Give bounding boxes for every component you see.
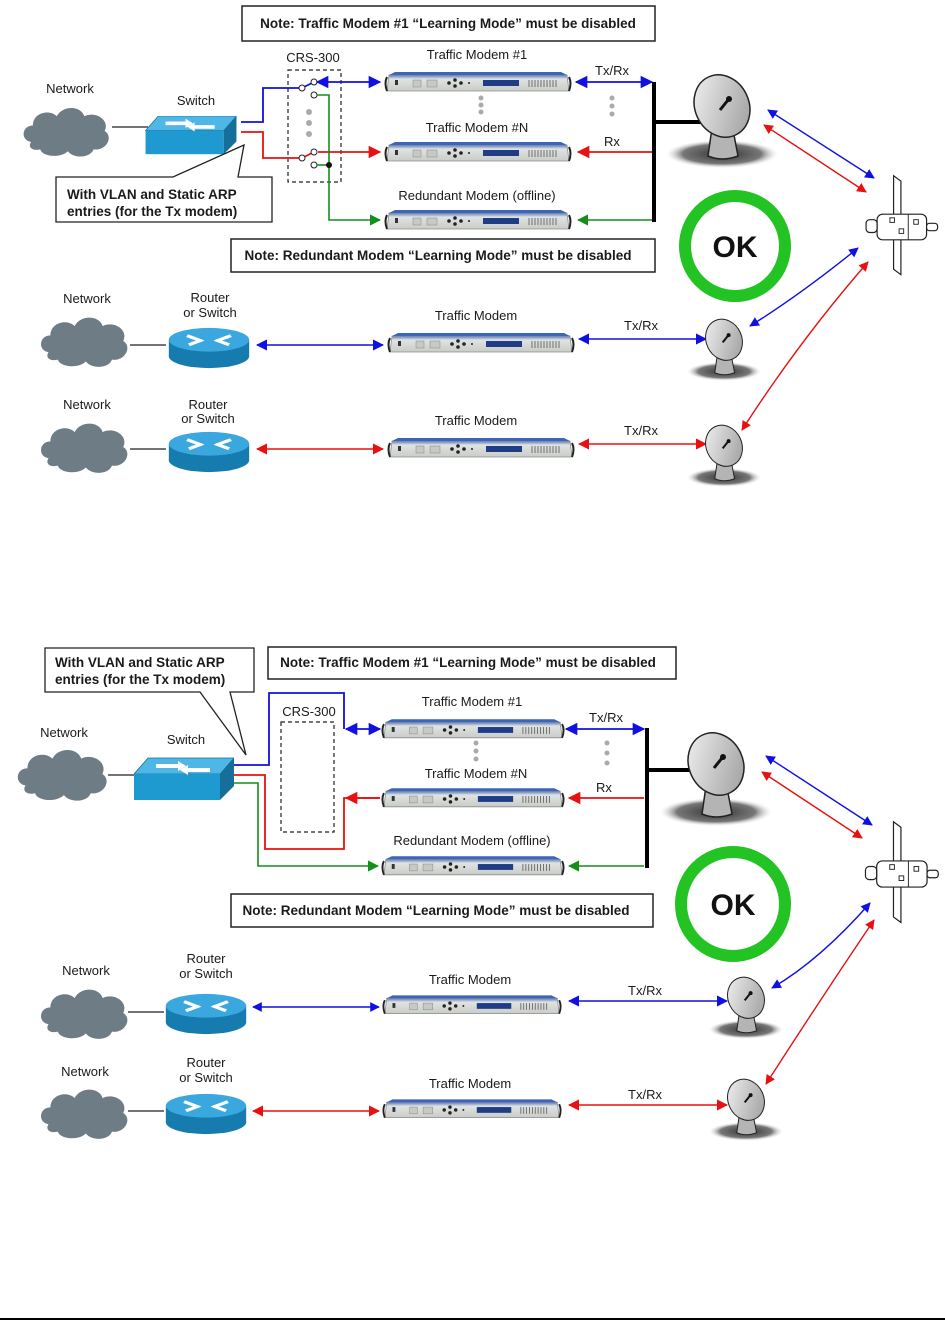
traffic-modem-icon [382,994,562,1015]
note-bottom-text: Note: Redundant Modem “Learning Mode” mu… [244,248,631,263]
network-label: Network [61,1064,109,1079]
callout-box: With VLAN and Static ARP entries (for th… [55,143,273,223]
note-bottom-box: Note: Redundant Modem “Learning Mode” mu… [230,238,656,273]
network-cloud-icon [23,108,109,157]
crs-300-label: CRS-300 [286,50,339,65]
router-icon [165,993,247,1035]
callout-line-2: entries (for the Tx modem) [55,672,225,687]
note-top-text: Note: Traffic Modem #1 “Learning Mode” m… [280,655,656,670]
remote-site-1: Network Router or Switch Traffic Modem T… [41,951,784,1040]
satellite-icon [864,821,939,924]
remote-dish-icon [686,316,762,382]
router-label-2: or Switch [181,411,234,426]
txrx-label: Tx/Rx [628,1087,662,1102]
satellite-icon [865,175,939,276]
modem-label: Traffic Modem [429,972,511,987]
txrx-label: Tx/Rx [624,318,658,333]
txrx-label: Tx/Rx [595,63,629,78]
network-cloud-icon [41,423,128,473]
traffic-modem-icon [387,332,575,353]
modem-label: Traffic Modem [429,1076,511,1091]
redundant-modem-icon [384,209,572,230]
redundant-modem-icon [381,855,565,876]
switch-icon [145,116,237,155]
footer-rule [0,1318,945,1320]
svg-text:OK: OK [711,889,756,922]
network-cloud-icon [41,1089,128,1139]
network-label: Network [62,963,110,978]
callout-box: With VLAN and Static ARP entries (for th… [44,647,255,756]
router-label-1: Router [186,951,226,966]
rx-label: Rx [596,780,612,795]
hub-dish-icon [658,728,774,828]
crs-300-box [280,721,335,833]
diagram-1: Note: Traffic Modem #1 “Learning Mode” m… [23,5,939,488]
router-label-2: or Switch [183,305,236,320]
switch-icon [134,757,234,801]
ok-status-badge: OK [675,846,791,962]
traffic-modem-n-icon [384,141,572,162]
router-label-2: or Switch [179,1070,232,1085]
modem-label: Traffic Modem [435,308,517,323]
note-top-box: Note: Traffic Modem #1 “Learning Mode” m… [267,646,677,680]
traffic-modem-n-icon [381,787,565,808]
redundant-modem-label: Redundant Modem (offline) [398,188,555,203]
remote-site-2: Network Router or Switch Traffic Modem T… [41,1055,784,1142]
ok-status-badge: OK [679,190,791,302]
rx-label: Rx [604,134,620,149]
router-icon [165,1093,247,1135]
crs-300-box [287,69,342,183]
network-cloud-icon [41,989,128,1039]
note-bottom-text: Note: Redundant Modem “Learning Mode” mu… [242,903,629,918]
modem-label: Traffic Modem [435,413,517,428]
txrx-label: Tx/Rx [624,423,658,438]
remote-dish-icon [708,1076,784,1142]
remote-dish-icon [686,422,762,488]
router-icon [168,327,250,369]
switch-label: Switch [177,93,215,108]
network-label: Network [40,725,88,740]
hub-dish-icon [664,70,780,170]
network-label: Network [63,291,111,306]
traffic-modem-icon [387,437,575,458]
note-bottom-box: Note: Redundant Modem “Learning Mode” mu… [230,893,654,928]
router-label-1: Router [186,1055,226,1070]
router-label-1: Router [190,290,230,305]
remote-site-1: Network Router or Switch Traffic Modem T… [41,290,762,382]
modem-n-label: Traffic Modem #N [426,120,529,135]
network-cloud-icon [41,317,128,367]
traffic-modem-1-icon [381,718,565,739]
traffic-modem-icon [382,1098,562,1119]
router-label-1: Router [188,397,228,412]
svg-text:OK: OK [713,231,758,264]
modem-1-label: Traffic Modem #1 [422,694,522,709]
note-top-text: Note: Traffic Modem #1 “Learning Mode” m… [260,16,636,31]
router-icon [168,431,250,473]
callout-line-1: With VLAN and Static ARP [67,187,237,202]
remote-site-2: Network Router or Switch Traffic Modem T… [41,397,762,488]
modem-n-label: Traffic Modem #N [425,766,528,781]
modem-1-label: Traffic Modem #1 [427,47,527,62]
crs-300-label: CRS-300 [282,704,335,719]
remote-dish-icon [708,974,784,1040]
redundant-modem-label: Redundant Modem (offline) [393,833,550,848]
txrx-label: Tx/Rx [628,983,662,998]
router-label-2: or Switch [179,966,232,981]
network-label: Network [63,397,111,412]
txrx-label: Tx/Rx [589,710,623,725]
callout-line-1: With VLAN and Static ARP [55,655,225,670]
diagram-2: With VLAN and Static ARP entries (for th… [17,646,939,1142]
switch-label: Switch [167,732,205,747]
network-label: Network [46,81,94,96]
network-cloud-icon [17,750,107,801]
note-top-box: Note: Traffic Modem #1 “Learning Mode” m… [241,5,656,42]
callout-line-2: entries (for the Tx modem) [67,204,237,219]
traffic-modem-1-icon [384,71,572,92]
